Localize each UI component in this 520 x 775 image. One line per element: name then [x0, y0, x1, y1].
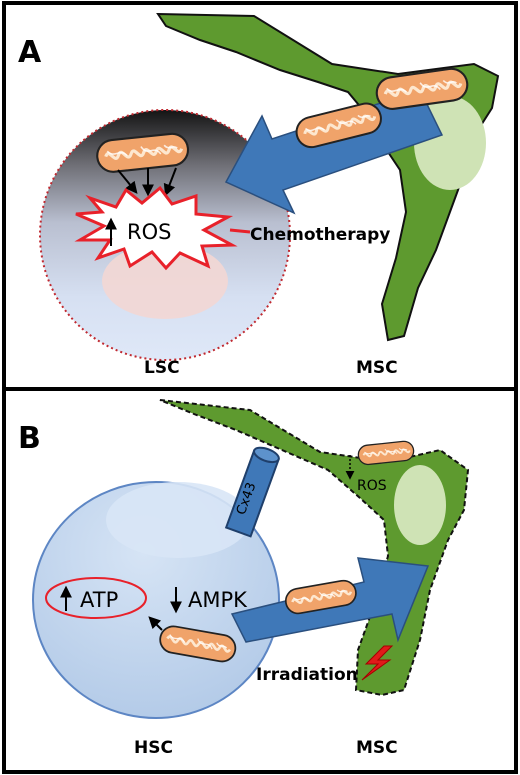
atp-label: ATP	[80, 588, 118, 612]
atp-ellipse	[45, 577, 147, 619]
panel-b-letter: B	[18, 421, 41, 456]
lsc-label: LSC	[144, 358, 180, 378]
irradiation-label: Irradiation	[256, 665, 358, 685]
panel-a: A ROS Chemotherapy LSC MSC	[2, 1, 518, 391]
transfer-arrow-a	[224, 89, 444, 215]
ros-starburst	[74, 185, 238, 271]
msc-nucleus-b	[394, 465, 446, 545]
msc-cell-b	[159, 399, 470, 697]
cx43-channel: Cx43	[224, 446, 280, 538]
arrow-mito-to-ros	[163, 167, 177, 197]
arrow-mito-to-ros	[117, 169, 138, 194]
chemotherapy-label: Chemotherapy	[250, 225, 390, 245]
lightning-icon	[361, 645, 394, 681]
panel-a-letter: A	[18, 35, 42, 70]
msc-label-a: MSC	[356, 358, 398, 378]
panel-b: B Cx43 ROS ATP	[2, 387, 518, 774]
chemo-connector	[229, 228, 251, 234]
ampk-label: AMPK	[188, 588, 248, 612]
hsc-label: HSC	[134, 738, 173, 758]
ros-label-a: ROS	[127, 220, 171, 244]
arrow-mito-to-atp	[148, 616, 163, 631]
hsc-nucleus	[106, 482, 250, 558]
msc-label-b: MSC	[356, 738, 398, 758]
ros-label-b: ROS	[357, 478, 387, 494]
